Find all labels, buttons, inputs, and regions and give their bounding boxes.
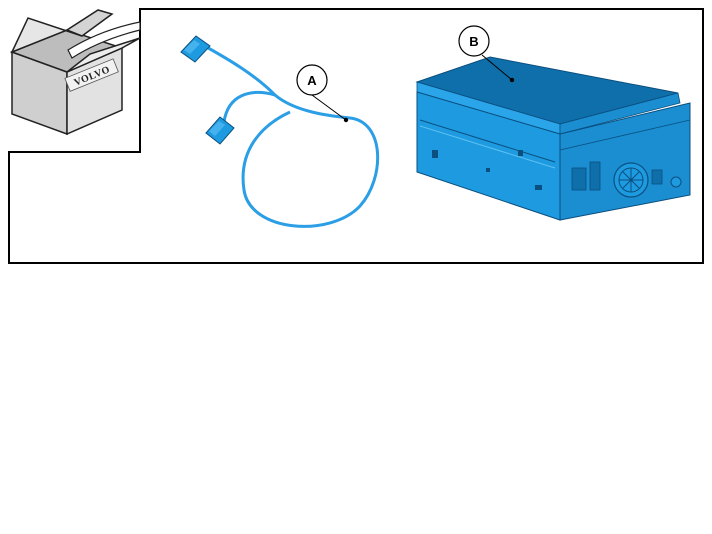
fan-icon — [613, 162, 649, 198]
cable-harness — [180, 35, 380, 228]
callout-a: A — [296, 64, 349, 123]
callout-b-label: B — [469, 34, 478, 49]
control-module — [415, 56, 691, 221]
connector-bottom — [205, 116, 235, 145]
parts-box-icon: VOLVO — [9, 9, 141, 136]
connector-top — [180, 35, 211, 63]
callout-b: B — [458, 25, 515, 83]
callout-a-label: A — [307, 73, 317, 88]
